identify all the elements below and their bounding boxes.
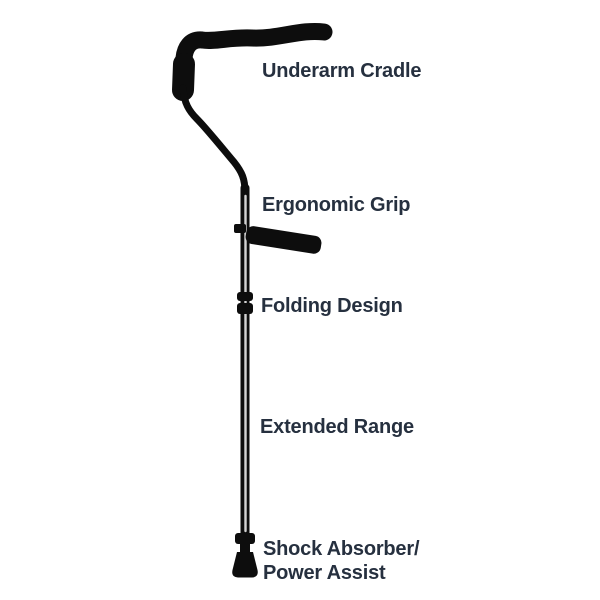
grip-clamp [234,224,246,233]
shock-absorber-tip [232,533,258,578]
label-underarm-cradle: Underarm Cradle [262,60,422,82]
offset-tube [179,84,249,196]
folding-joint-lower-collar [237,303,253,314]
underarm-cradle [174,22,333,95]
ergonomic-grip [245,226,322,254]
label-ergonomic-grip: Ergonomic Grip [262,194,411,216]
label-shock-absorber: Shock Absorber/ Power Assist [263,538,420,584]
label-extended-range: Extended Range [260,416,414,438]
label-folding-design: Folding Design [261,295,403,317]
folding-joint [237,292,253,314]
shock-absorber-collar [235,533,255,544]
folding-joint-upper-collar [237,292,253,301]
shock-absorber-neck [240,543,250,553]
rubber-ferrule [232,552,258,578]
